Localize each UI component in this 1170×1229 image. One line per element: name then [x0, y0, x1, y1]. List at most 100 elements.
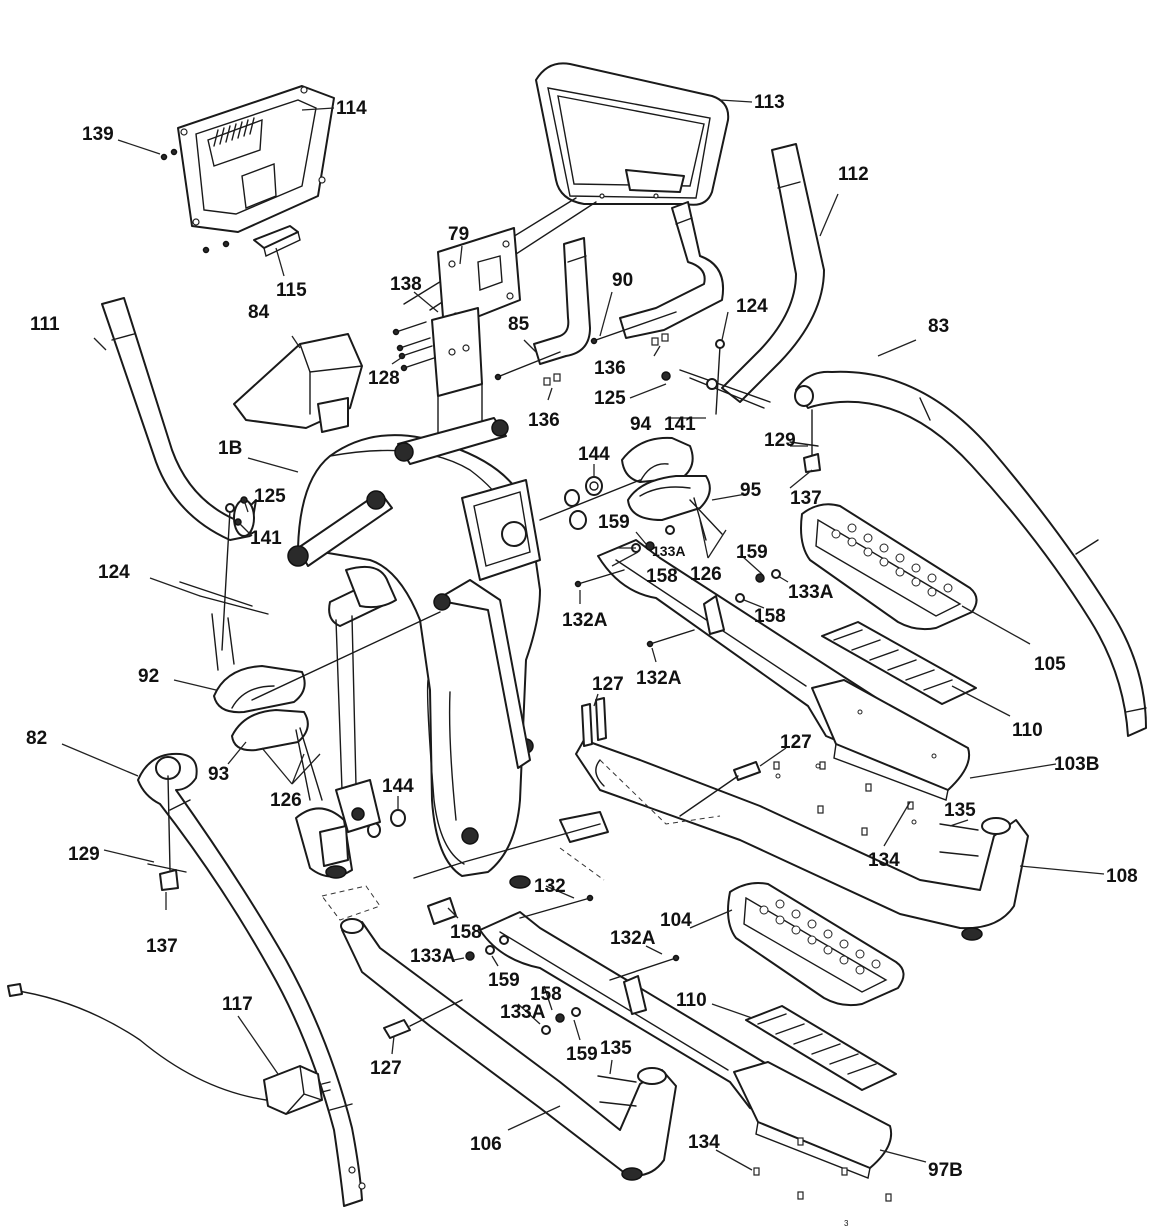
label-141-left: 141 [250, 528, 282, 549]
part-106-left-base-tube [340, 918, 677, 1181]
label-144-lower: 144 [382, 776, 414, 797]
bolts-127-left [383, 999, 463, 1039]
part-115-clip [253, 225, 301, 257]
part-95-clamp [627, 475, 723, 541]
label-126-right: 126 [690, 564, 722, 585]
part-104-left-pedal [727, 882, 905, 1007]
label-159-right: 159 [736, 542, 768, 563]
label-94: 94 [630, 414, 652, 435]
part-110-pedal-insert-lower [745, 1005, 897, 1091]
console-mast [431, 307, 483, 441]
label-135-left: 135 [600, 1038, 632, 1059]
label-108: 108 [1106, 866, 1138, 887]
label-115: 115 [276, 280, 307, 301]
label-127-upper: 127 [592, 674, 624, 695]
label-134-right: 134 [868, 850, 900, 871]
label-158-right: 158 [754, 606, 786, 627]
part-144-bushing-upper [564, 476, 603, 507]
label-132a-upper: 132A [562, 610, 608, 631]
label-136-upper: 136 [594, 358, 626, 379]
assembly-dashed-lines [321, 759, 721, 921]
label-133a-right: 133A [788, 582, 834, 603]
part-85-inner-handle [494, 237, 591, 381]
part-97b-left-pedal-arm [479, 911, 892, 1179]
label-110-upper: 110 [1012, 720, 1043, 741]
label-125-right: 125 [594, 388, 626, 409]
label-1b: 1B [218, 438, 242, 459]
label-92: 92 [138, 666, 159, 687]
fasteners-124-125-141-right [661, 339, 771, 415]
part-82-left-arm [137, 752, 366, 1207]
part-112-right-handlebar [721, 143, 825, 403]
label-128: 128 [368, 368, 400, 389]
label-132: 132 [534, 876, 566, 897]
label-85: 85 [508, 314, 530, 335]
pedal-grid-104 [759, 899, 881, 975]
bolts-127-right [581, 697, 761, 817]
pedal-grid-105 [831, 523, 953, 597]
label-137-right: 137 [790, 488, 822, 509]
fasteners-left-132-133a-158-159 [427, 894, 680, 1035]
label-110-lower: 110 [676, 990, 707, 1011]
fasteners-136 [543, 333, 669, 386]
label-127-lower: 127 [370, 1058, 402, 1079]
part-94-clamp [621, 436, 694, 483]
label-83: 83 [928, 316, 949, 337]
lower-pivots [295, 779, 381, 879]
label-84: 84 [248, 302, 270, 323]
label-105: 105 [1034, 654, 1066, 675]
label-138: 138 [390, 274, 422, 295]
bolts-132a-right [574, 569, 695, 648]
label-129-left: 129 [68, 844, 100, 865]
label-159-upper: 159 [598, 512, 630, 533]
label-79: 79 [448, 224, 469, 245]
part-1b-main-frame [297, 434, 541, 877]
label-93: 93 [208, 764, 229, 785]
part-111-left-handlebar [101, 297, 257, 541]
label-133a-lower: 133A [500, 1002, 546, 1023]
label-125-left: 125 [254, 486, 286, 507]
part-90-inner-handle [590, 201, 724, 345]
label-158-lower: 158 [530, 984, 562, 1005]
label-114: 114 [336, 98, 367, 119]
label-136-lower: 136 [528, 410, 560, 431]
fasteners-124-125-141-left [179, 496, 269, 671]
label-132a-mid: 132A [636, 668, 682, 689]
screws-138-128 [392, 321, 435, 372]
part-83-right-arm [789, 370, 1147, 737]
bolts-134-right [773, 761, 914, 836]
label-124-right: 124 [736, 296, 768, 317]
label-113: 113 [754, 92, 785, 113]
label-82: 82 [26, 728, 47, 749]
part-92-clamp [213, 665, 306, 714]
part-103b-right-pedal-arm [597, 539, 970, 825]
label-158-upper: 158 [646, 566, 678, 587]
label-159-mid: 159 [488, 970, 520, 991]
part-108-right-base-tube [575, 739, 1029, 941]
part-113-console-display [535, 62, 730, 206]
vent-slots [213, 117, 255, 147]
label-90: 90 [612, 270, 633, 291]
leader-lines [61, 99, 1105, 1171]
label-135-right: 135 [944, 800, 976, 821]
label-139: 139 [82, 124, 114, 145]
label-103b: 103B [1054, 754, 1099, 775]
part-105-right-pedal [800, 503, 978, 631]
label-134-left: 134 [688, 1132, 720, 1153]
part-84-console-cover [233, 333, 363, 433]
part-93-clamp [231, 709, 323, 801]
part-110-pedal-insert-upper [821, 621, 977, 705]
label-117: 117 [222, 994, 253, 1015]
label-112: 112 [838, 164, 869, 185]
label-137-left: 137 [146, 936, 178, 957]
label-104: 104 [660, 910, 692, 931]
label-97b: 97B [928, 1160, 963, 1181]
bolts-134-left [753, 1137, 892, 1202]
part-labels: 114 113 139 112 79 115 138 90 124 111 84… [26, 92, 1138, 1228]
frame-link-arms [287, 417, 531, 791]
label-133a-left: 133A [410, 946, 456, 967]
label-132a-lower: 132A [610, 928, 656, 949]
label-141-right: 141 [664, 414, 696, 435]
label-127-mid: 127 [780, 732, 812, 753]
